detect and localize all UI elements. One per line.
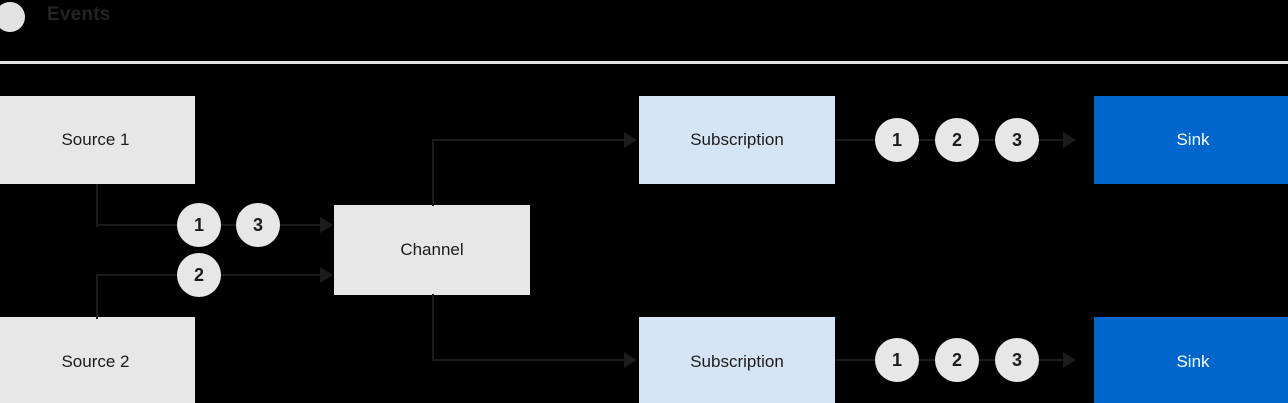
arrow-subscription-top-to-sink: [1063, 132, 1076, 148]
edge-source2-up: [96, 274, 98, 319]
token-bottom-out-3: 3: [995, 338, 1039, 382]
node-source-1-label: Source 1: [61, 130, 130, 149]
page-title: Events: [47, 4, 111, 25]
node-subscription-bottom: Subscription: [639, 317, 835, 403]
token-top-out-3: 3: [995, 118, 1039, 162]
node-subscription-bottom-label: Subscription: [690, 352, 784, 371]
node-sink-bottom-label: Sink: [1176, 352, 1210, 371]
node-sink-bottom: Sink: [1094, 317, 1288, 403]
node-subscription-top-label: Subscription: [690, 130, 784, 149]
arrow-source1-to-channel: [320, 217, 333, 233]
arrow-channel-to-subscription-top: [624, 132, 637, 148]
arrow-source2-to-channel: [320, 267, 333, 283]
edge-channel-to-subscription-top: [432, 139, 626, 141]
arrow-channel-to-subscription-bottom: [624, 352, 637, 368]
token-bottom-out-2: 2: [935, 338, 979, 382]
edge-channel-to-subscription-bottom: [432, 359, 626, 361]
node-source-2-label: Source 2: [61, 352, 130, 371]
token-source1-1: 1: [177, 203, 221, 247]
node-sink-top-label: Sink: [1176, 130, 1210, 149]
token-top-out-2: 2: [935, 118, 979, 162]
node-channel-label: Channel: [400, 240, 464, 259]
node-channel: Channel: [334, 205, 530, 295]
edge-channel-down: [432, 294, 434, 361]
token-bottom-out-1: 1: [875, 338, 919, 382]
header-divider: [0, 61, 1288, 64]
edge-source1-down: [96, 184, 98, 227]
node-source-1: Source 1: [0, 96, 195, 184]
node-source-2: Source 2: [0, 317, 195, 403]
token-top-out-1: 1: [875, 118, 919, 162]
arrow-subscription-bottom-to-sink: [1063, 352, 1076, 368]
token-source1-3: 3: [236, 203, 280, 247]
circle-icon: [0, 2, 25, 32]
edge-channel-up: [432, 139, 434, 206]
node-subscription-top: Subscription: [639, 96, 835, 184]
node-sink-top: Sink: [1094, 96, 1288, 184]
token-source2-2: 2: [177, 253, 221, 297]
